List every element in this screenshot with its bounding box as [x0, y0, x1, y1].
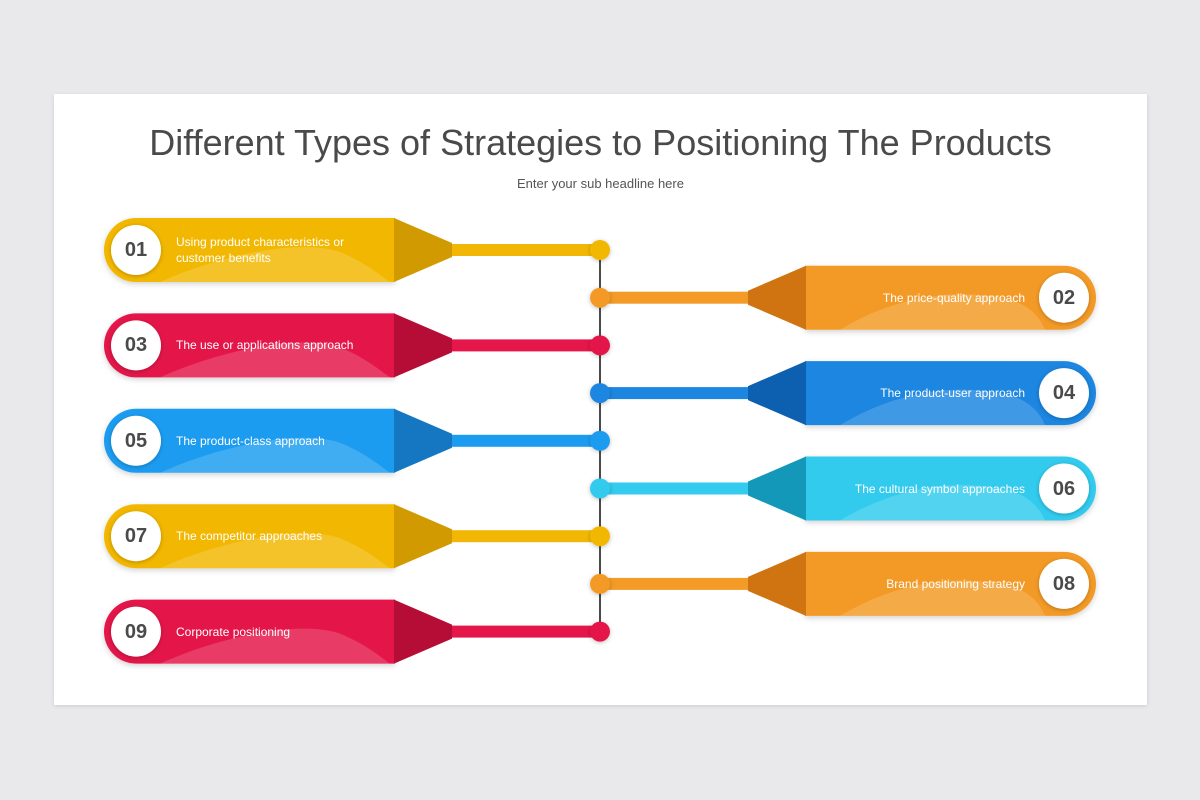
banner-taper — [748, 551, 806, 616]
item-label: The price-quality approach — [882, 290, 1025, 305]
strategy-item-07 — [104, 504, 610, 569]
number-circle — [111, 415, 161, 466]
banner-taper — [748, 456, 806, 521]
item-number: 09 — [124, 620, 148, 643]
connector-bar — [600, 291, 760, 304]
banner-highlight — [160, 246, 390, 282]
item-number: 03 — [124, 334, 148, 357]
number-circle — [111, 225, 161, 275]
banner-body — [805, 361, 1096, 426]
banner-highlight — [840, 580, 1045, 616]
slide-title: Different Types of Strategies to Positio… — [149, 122, 1052, 163]
timeline-node — [590, 240, 610, 260]
banner-taper — [394, 504, 452, 569]
banner-highlight — [840, 294, 1045, 330]
banner-body — [805, 551, 1096, 616]
item-number: 01 — [124, 239, 148, 261]
item-label: The cultural symbol approaches — [854, 481, 1025, 496]
timeline-node — [590, 383, 610, 404]
item-label: The product-class approach — [176, 433, 325, 448]
strategy-item-04 — [590, 361, 1096, 426]
item-number: 07 — [124, 525, 148, 548]
banner-highlight — [840, 389, 1045, 426]
strategy-item-03 — [104, 313, 610, 378]
connector-bar — [440, 244, 600, 256]
number-circle — [111, 320, 161, 371]
banner-highlight — [840, 485, 1045, 521]
banner-body — [104, 408, 395, 473]
item-label: Using product characteristics or custome… — [176, 235, 345, 265]
strategy-item-05 — [104, 408, 610, 473]
item-label: Brand positioning strategy — [886, 576, 1025, 591]
banner-highlight — [160, 342, 390, 378]
item-label: The product-user approach — [880, 386, 1025, 401]
item-label: The competitor approaches — [176, 529, 323, 544]
banner-taper — [394, 313, 452, 378]
timeline-node — [590, 526, 610, 547]
item-number: 08 — [1052, 572, 1076, 595]
timeline-node — [590, 430, 610, 451]
banner-body — [104, 313, 395, 378]
banner-taper — [394, 599, 452, 664]
timeline-node — [590, 478, 610, 499]
banner-body — [805, 456, 1096, 521]
banner-taper — [748, 265, 806, 330]
banner-highlight — [160, 437, 390, 473]
connector-bar — [600, 577, 760, 590]
strategy-item-06 — [590, 456, 1096, 521]
connector-bar — [440, 434, 600, 447]
connector-bar — [440, 530, 600, 543]
number-circle — [1039, 368, 1089, 419]
banner-body — [104, 504, 395, 569]
slide-subtitle: Enter your sub headline here — [517, 176, 684, 191]
timeline-node — [590, 287, 610, 308]
number-circle — [1039, 272, 1089, 323]
strategy-item-08 — [590, 551, 1096, 616]
timeline-node — [590, 573, 610, 594]
banner-taper — [394, 218, 452, 282]
banner-body — [104, 599, 395, 664]
strategy-item-01 — [104, 218, 610, 282]
banner-body — [104, 218, 395, 282]
banner-taper — [748, 361, 806, 426]
timeline-node — [590, 621, 610, 642]
connector-bar — [440, 339, 600, 352]
banner-highlight — [160, 533, 390, 569]
banner-taper — [394, 408, 452, 473]
item-number: 04 — [1052, 382, 1076, 405]
connector-bar — [440, 625, 600, 638]
item-label: The use or applications approach — [176, 338, 354, 353]
number-circle — [1039, 558, 1089, 609]
item-label: Corporate positioning — [176, 624, 291, 639]
number-circle — [111, 511, 161, 562]
number-circle — [111, 606, 161, 657]
item-number: 05 — [124, 429, 148, 452]
strategy-item-02 — [590, 265, 1096, 330]
banner-highlight — [160, 628, 390, 664]
item-number: 06 — [1052, 477, 1076, 500]
strategy-item-09 — [104, 599, 610, 664]
connector-bar — [600, 387, 760, 400]
timeline-node — [590, 335, 610, 356]
number-circle — [1039, 463, 1089, 514]
item-number: 02 — [1052, 286, 1076, 309]
connector-bar — [600, 482, 760, 495]
banner-body — [805, 265, 1096, 330]
